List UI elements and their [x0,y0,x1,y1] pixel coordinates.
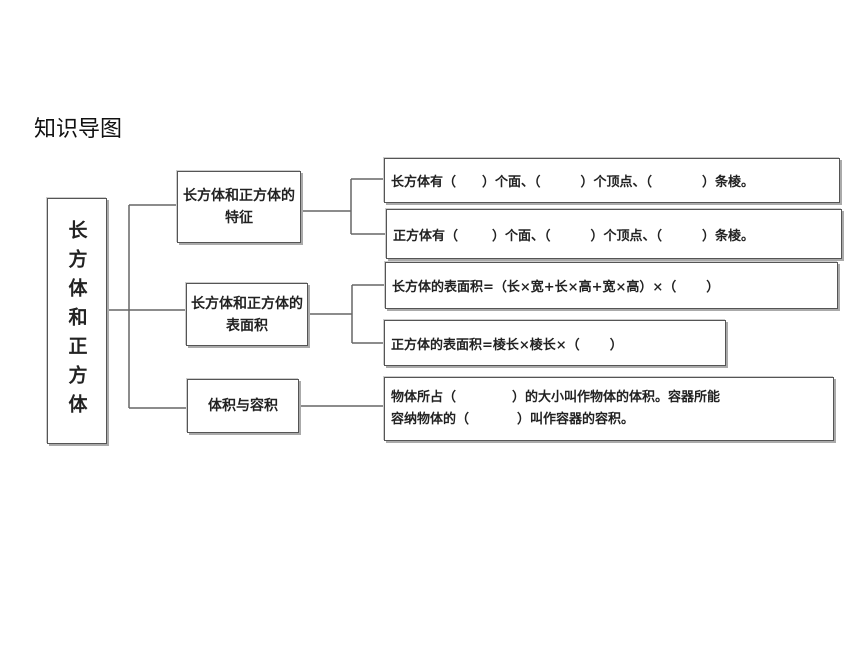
leaf-text: ） [609,337,623,353]
leaf-text: 长方体的表面积=（长×宽+长×高+宽×高）×（ [392,280,677,295]
leaf-cube-surface-area: 正方体的表面积=棱长×棱长×（ ） [384,320,726,366]
branch-volume-capacity: 体积与容积 [187,379,299,433]
leaf-text: ）条棱。 [702,175,755,190]
leaf-cuboid-surface-area: 长方体的表面积=（长×宽+长×高+宽×高）×（ ） [385,262,838,309]
leaf-text: ）的大小叫作物体的体积。容器所能 [512,390,721,405]
leaf-text: ）个面、（ [492,228,551,244]
leaf-text: ）个顶点、（ [580,175,653,190]
leaf-text: 物体所占（ [391,390,457,405]
branch-features: 长方体和正方体的特征 [177,171,301,243]
answer-blank [550,226,591,242]
leaf-text: ）叫作容器的容积。 [517,412,635,427]
leaf-volume-capacity: 物体所占（ ）的大小叫作物体的体积。容器所能 容纳物体的（ ）叫作容器的容积。 [384,377,834,441]
answer-blank [676,277,707,294]
page-title: 知识导图 [34,117,123,142]
branch-features-label: 长方体和正方体的特征 [183,188,295,226]
branch-surface-area-label: 长方体和正方体的表面积 [191,295,303,334]
leaf-text: ） [706,280,720,295]
leaf-text: ）条棱。 [702,228,755,244]
leaf-text: 正方体有（ [393,228,459,244]
leaf-cube-features: 正方体有（ ）个面、（ ）个顶点、（ ）条棱。 [386,209,842,259]
leaf-cuboid-features: 长方体有（ ）个面、（ ）个顶点、（ ）条棱。 [384,158,840,203]
branch-surface-area: 长方体和正方体的表面积 [186,283,308,346]
root-label: 长方体和正方体 [65,219,88,423]
leaf-text: 长方体有（ [391,175,457,190]
leaf-text: ）个顶点、（ [590,228,663,244]
leaf-text: ）个面、（ [482,175,541,190]
answer-blank [456,389,513,406]
root-node: 长方体和正方体 [47,198,107,444]
answer-blank [458,226,493,242]
answer-blank [469,411,518,428]
branch-volume-capacity-label: 体积与容积 [208,398,278,414]
answer-blank [540,172,581,189]
answer-blank [579,335,610,351]
leaf-text: 正方体的表面积=棱长×棱长×（ [391,337,580,353]
answer-blank [662,226,703,242]
answer-blank [456,172,483,189]
answer-blank [652,172,703,189]
leaf-text: 容纳物体的（ [391,412,470,427]
